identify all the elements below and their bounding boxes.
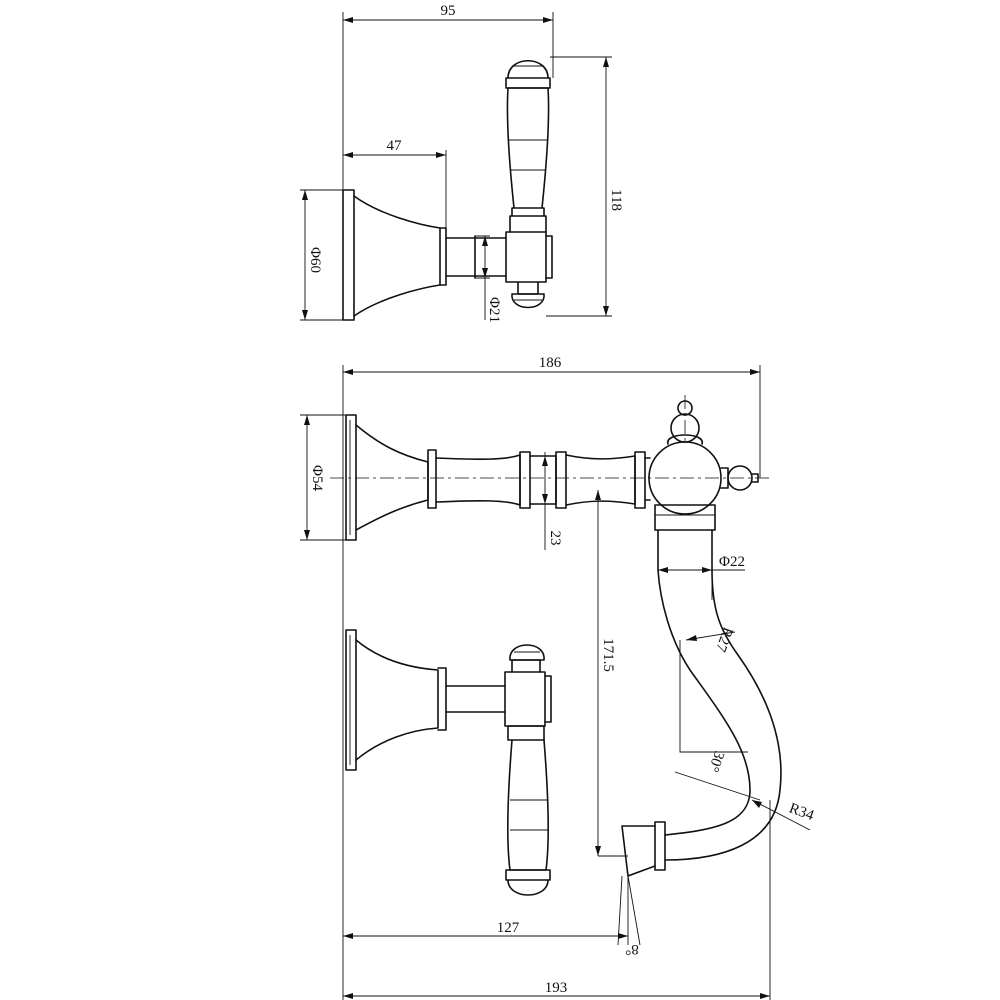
top-flange: [342, 189, 447, 321]
dim-r27: R27: [712, 625, 736, 654]
front-dimension-labels: 186 Φ54 23 171.5 Φ22 R27 30° R34 127 8° …: [309, 355, 816, 996]
spout-flange: [345, 414, 429, 541]
top-dimensions: [300, 12, 612, 321]
dim-phi60: Φ60: [307, 247, 323, 273]
dim-phi22: Φ22: [719, 554, 745, 570]
spout-pipe: [621, 529, 782, 877]
dim-phi21: Φ21: [486, 297, 502, 323]
top-cartridge: [505, 231, 553, 309]
top-stem: [445, 235, 507, 279]
dim-30-deg: 30°: [705, 749, 727, 774]
dim-193: 193: [545, 980, 568, 996]
dim-127: 127: [497, 920, 520, 936]
dim-23: 23: [547, 531, 563, 546]
spout-arm: [427, 449, 646, 509]
spout-head: [644, 400, 759, 531]
dim-8-deg: 8°: [625, 941, 639, 957]
front-view: 186 Φ54 23 171.5 Φ22 R27 30° R34 127 8° …: [300, 355, 816, 1000]
top-dimension-labels: 95 47 Φ60 Φ21 118: [307, 3, 624, 323]
center-lines: [330, 395, 770, 479]
dim-171-5: 171.5: [600, 638, 616, 672]
dim-phi54: Φ54: [309, 465, 325, 491]
top-view: 95 47 Φ60 Φ21 118: [300, 3, 624, 323]
lower-valve: [345, 629, 552, 896]
dim-47: 47: [387, 138, 403, 154]
dim-186: 186: [539, 355, 562, 371]
top-lever-handle: [505, 59, 551, 233]
dim-118: 118: [608, 189, 624, 211]
front-dimensions: [300, 365, 811, 1000]
dim-95: 95: [441, 3, 456, 19]
